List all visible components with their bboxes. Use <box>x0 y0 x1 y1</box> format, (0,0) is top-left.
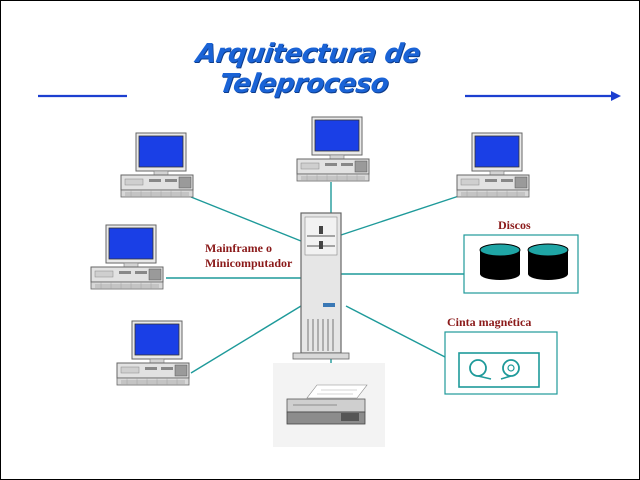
page-title: Arquitectura de Teleproceso <box>194 39 422 99</box>
magnetic-tape-icon <box>444 331 558 395</box>
disk-drive-icon <box>463 234 579 294</box>
mainframe-label: Mainframe o Minicomputador <box>205 241 292 271</box>
computer-terminal-icon <box>296 116 370 182</box>
right-title-arrow <box>465 91 621 101</box>
computer-terminal-icon <box>456 132 530 198</box>
connector-lines <box>166 182 464 379</box>
printer-icon <box>273 363 385 447</box>
connector-line <box>190 196 302 242</box>
cinta-label: Cinta magnética <box>447 315 532 329</box>
connector-line <box>340 195 460 236</box>
mainframe-tower-icon <box>292 212 350 360</box>
computer-terminal-icon <box>116 320 190 386</box>
computer-terminal-icon <box>90 224 164 290</box>
connector-line <box>345 305 446 358</box>
discos-label: Discos <box>498 218 531 232</box>
connector-line <box>190 305 302 374</box>
computer-terminal-icon <box>120 132 194 198</box>
mainframe-label-line2: Minicomputador <box>205 256 293 270</box>
mainframe-label-line1: Mainframe o <box>205 241 272 255</box>
